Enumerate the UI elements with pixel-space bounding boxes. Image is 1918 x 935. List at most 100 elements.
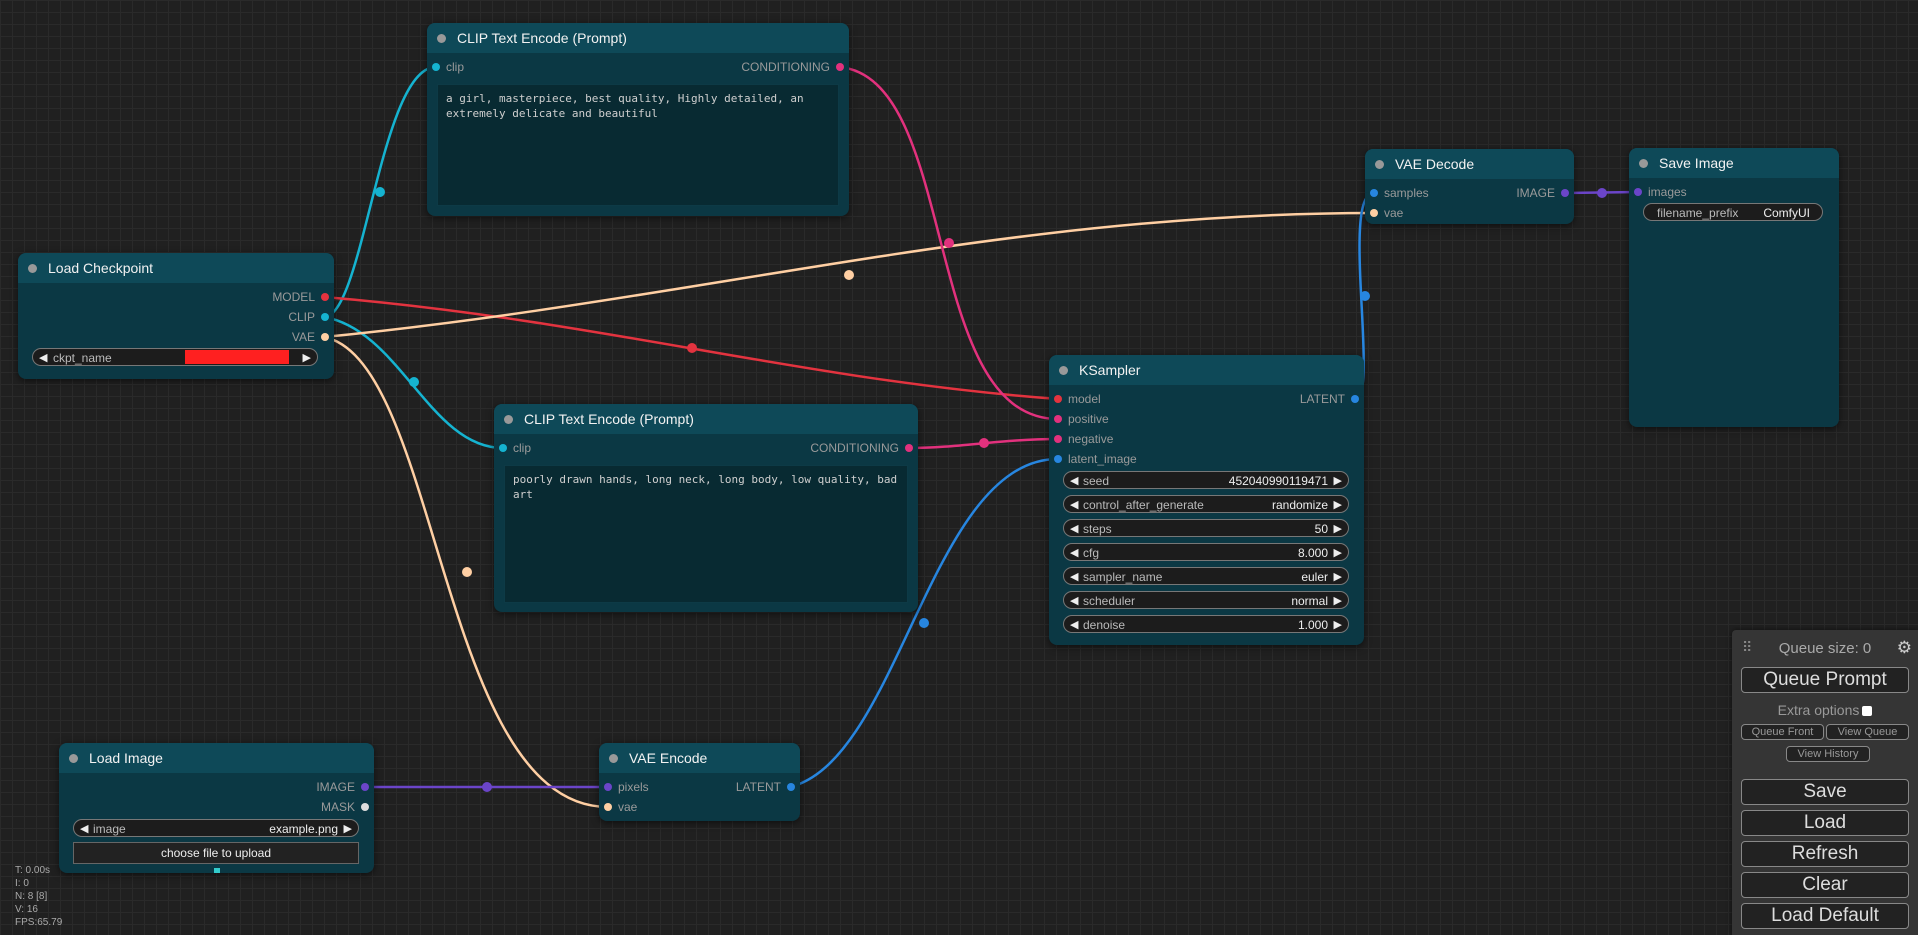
output-pin-icon[interactable] — [1351, 395, 1359, 403]
collapse-dot-icon[interactable] — [1639, 159, 1648, 168]
node-title-bar[interactable]: Load Checkpoint — [18, 253, 334, 283]
input-pin-icon[interactable] — [1634, 188, 1642, 196]
gear-icon[interactable]: ⚙ — [1896, 638, 1912, 657]
input-pin-icon[interactable] — [499, 444, 507, 452]
input-slot-pixels[interactable]: pixels — [604, 777, 649, 797]
arrow-left-icon[interactable]: ◀ — [1070, 571, 1079, 583]
arrow-right-icon[interactable]: ▶ — [1333, 499, 1342, 511]
queue-prompt-button[interactable]: Queue Prompt — [1741, 667, 1909, 693]
input-pin-icon[interactable] — [1054, 455, 1062, 463]
input-slot-vae[interactable]: vae — [604, 797, 637, 817]
output-slot-conditioning[interactable]: CONDITIONING — [741, 57, 844, 77]
save-button[interactable]: Save — [1741, 779, 1909, 805]
node-load-checkpoint[interactable]: Load Checkpoint MODEL CLIP VAE ◀ ckpt_na… — [18, 253, 334, 379]
collapse-dot-icon[interactable] — [609, 754, 618, 763]
node-vae-encode[interactable]: VAE Encode pixels LATENT vae — [599, 743, 800, 821]
arrow-left-icon[interactable]: ◀ — [1070, 595, 1079, 607]
filename-prefix-field[interactable]: filename_prefix ComfyUI — [1643, 203, 1823, 221]
node-clip-text-encode-negative[interactable]: CLIP Text Encode (Prompt) clip CONDITION… — [494, 404, 918, 612]
arrow-left-icon[interactable]: ◀ — [1070, 499, 1079, 511]
arrow-right-icon[interactable]: ▶ — [1333, 595, 1342, 607]
widget-control-after-generate[interactable]: ◀ control_after_generate randomize ▶ — [1063, 495, 1349, 513]
node-title-bar[interactable]: Save Image — [1629, 148, 1839, 178]
collapse-dot-icon[interactable] — [28, 264, 37, 273]
input-pin-icon[interactable] — [1370, 189, 1378, 197]
output-slot-latent[interactable]: LATENT — [736, 777, 795, 797]
output-slot-model[interactable]: MODEL — [272, 287, 329, 307]
collapse-dot-icon[interactable] — [69, 754, 78, 763]
output-slot-clip[interactable]: CLIP — [288, 307, 329, 327]
arrow-left-icon[interactable]: ◀ — [1070, 619, 1079, 631]
arrow-right-icon[interactable]: ▶ — [1333, 619, 1342, 631]
collapse-dot-icon[interactable] — [1375, 160, 1384, 169]
node-title-bar[interactable]: CLIP Text Encode (Prompt) — [427, 23, 849, 53]
widget-scheduler[interactable]: ◀ scheduler normal ▶ — [1063, 591, 1349, 609]
collapse-dot-icon[interactable] — [504, 415, 513, 424]
arrow-right-icon[interactable]: ▶ — [1333, 475, 1342, 487]
load-button[interactable]: Load — [1741, 810, 1909, 836]
node-title-bar[interactable]: VAE Decode — [1365, 149, 1574, 179]
output-pin-icon[interactable] — [321, 333, 329, 341]
queue-front-button[interactable]: Queue Front — [1741, 724, 1824, 740]
output-pin-icon[interactable] — [905, 444, 913, 452]
node-vae-decode[interactable]: VAE Decode samples IMAGE vae — [1365, 149, 1574, 224]
input-slot-samples[interactable]: samples — [1370, 183, 1429, 203]
output-pin-icon[interactable] — [836, 63, 844, 71]
output-pin-icon[interactable] — [1561, 189, 1569, 197]
image-combo[interactable]: ◀ image example.png ▶ — [73, 819, 359, 837]
prompt-textarea-negative[interactable]: poorly drawn hands, long neck, long body… — [504, 465, 908, 603]
input-pin-icon[interactable] — [1054, 395, 1062, 403]
output-slot-latent[interactable]: LATENT — [1300, 389, 1359, 409]
collapse-dot-icon[interactable] — [437, 34, 446, 43]
node-title-bar[interactable]: CLIP Text Encode (Prompt) — [494, 404, 918, 434]
input-slot-latent-image[interactable]: latent_image — [1054, 449, 1137, 469]
widget-sampler-name[interactable]: ◀ sampler_name euler ▶ — [1063, 567, 1349, 585]
node-save-image[interactable]: Save Image images filename_prefix ComfyU… — [1629, 148, 1839, 427]
output-slot-mask[interactable]: MASK — [321, 797, 369, 817]
ckpt-name-combo[interactable]: ◀ ckpt_name ▶ — [32, 348, 318, 366]
output-pin-icon[interactable] — [321, 313, 329, 321]
input-slot-clip[interactable]: clip — [432, 57, 464, 77]
arrow-left-icon[interactable]: ◀ — [1070, 547, 1079, 559]
arrow-right-icon[interactable]: ▶ — [343, 823, 352, 835]
widget-seed[interactable]: ◀ seed 452040990119471 ▶ — [1063, 471, 1349, 489]
arrow-left-icon[interactable]: ◀ — [80, 823, 89, 835]
prompt-textarea-positive[interactable]: a girl, masterpiece, best quality, Highl… — [437, 84, 839, 206]
upload-button[interactable]: choose file to upload — [73, 842, 359, 864]
widget-cfg[interactable]: ◀ cfg 8.000 ▶ — [1063, 543, 1349, 561]
input-pin-icon[interactable] — [432, 63, 440, 71]
queue-menu-panel[interactable]: ⠿ Queue size: 0 ⚙ Queue Prompt Extra opt… — [1732, 630, 1918, 935]
input-slot-vae[interactable]: vae — [1370, 203, 1403, 223]
node-ksampler[interactable]: KSampler model LATENT positive negative … — [1049, 355, 1364, 645]
node-load-image[interactable]: Load Image IMAGE MASK ◀ image example.pn… — [59, 743, 374, 873]
output-pin-icon[interactable] — [361, 783, 369, 791]
widget-steps[interactable]: ◀ steps 50 ▶ — [1063, 519, 1349, 537]
output-pin-icon[interactable] — [321, 293, 329, 301]
input-pin-icon[interactable] — [1370, 209, 1378, 217]
input-pin-icon[interactable] — [604, 803, 612, 811]
arrow-right-icon[interactable]: ▶ — [1333, 523, 1342, 535]
input-pin-icon[interactable] — [1054, 435, 1062, 443]
widget-denoise[interactable]: ◀ denoise 1.000 ▶ — [1063, 615, 1349, 633]
output-slot-vae[interactable]: VAE — [292, 327, 329, 347]
extra-options-checkbox[interactable] — [1862, 706, 1873, 716]
input-slot-negative[interactable]: negative — [1054, 429, 1113, 449]
view-queue-button[interactable]: View Queue — [1826, 724, 1909, 740]
arrow-right-icon[interactable]: ▶ — [302, 352, 311, 364]
output-pin-icon[interactable] — [787, 783, 795, 791]
node-title-bar[interactable]: VAE Encode — [599, 743, 800, 773]
collapse-dot-icon[interactable] — [1059, 366, 1068, 375]
output-slot-conditioning[interactable]: CONDITIONING — [810, 438, 913, 458]
drag-handle-icon[interactable]: ⠿ — [1742, 639, 1753, 655]
output-slot-image[interactable]: IMAGE — [1516, 183, 1569, 203]
node-clip-text-encode-positive[interactable]: CLIP Text Encode (Prompt) clip CONDITION… — [427, 23, 849, 216]
input-slot-images[interactable]: images — [1634, 182, 1687, 202]
view-history-button[interactable]: View History — [1786, 746, 1870, 762]
input-pin-icon[interactable] — [1054, 415, 1062, 423]
load-default-button[interactable]: Load Default — [1741, 903, 1909, 929]
arrow-left-icon[interactable]: ◀ — [1070, 475, 1079, 487]
arrow-left-icon[interactable]: ◀ — [1070, 523, 1079, 535]
output-slot-image[interactable]: IMAGE — [316, 777, 369, 797]
clear-button[interactable]: Clear — [1741, 872, 1909, 898]
arrow-right-icon[interactable]: ▶ — [1333, 571, 1342, 583]
